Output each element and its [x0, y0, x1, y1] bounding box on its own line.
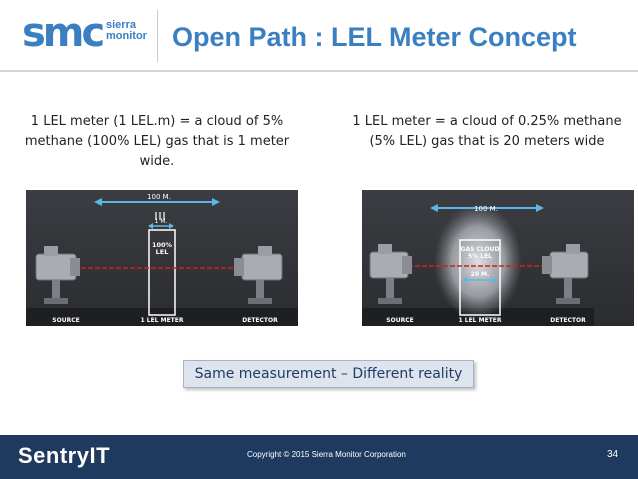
left-detector-label: DETECTOR — [242, 317, 278, 324]
left-width-arrow — [148, 223, 174, 229]
left-diagram: 100 M. 1 M. 100% LEL — [26, 190, 298, 326]
logo-subtitle: sierra monitor — [106, 19, 147, 42]
left-meter-label: 1 LEL METER — [141, 317, 184, 324]
left-distance-arrow — [94, 198, 220, 206]
header-divider — [157, 10, 158, 62]
right-distance-arrow — [430, 204, 544, 212]
left-conc-label-1: 100% — [152, 241, 173, 249]
right-source-device-icon — [369, 244, 412, 304]
right-distance-label: 100 M. — [474, 205, 498, 213]
right-diagram-graphic: 100 M. GAS CLOUD 5% LEL 20 M. — [362, 204, 594, 326]
slide-title: Open Path : LEL Meter Concept — [172, 22, 577, 52]
footer-copyright: Copyright © 2015 Sierra Monitor Corporat… — [247, 450, 406, 459]
right-lel-column — [459, 239, 501, 316]
logo-wordmark: smc — [22, 10, 105, 56]
right-width-label: 20 M. — [471, 271, 490, 278]
left-lel-column — [148, 229, 176, 316]
slide-header: smc sierra monitor Open Path : LEL Meter… — [0, 0, 638, 70]
right-meter-label: 1 LEL METER — [459, 317, 502, 324]
header-rule — [0, 70, 638, 72]
right-cloud-label-2: 5% LEL — [468, 253, 492, 260]
right-detector-label: DETECTOR — [550, 317, 586, 324]
footer-brand-logo: SentryIT — [18, 443, 111, 468]
left-width-label: 1 M. — [155, 218, 168, 225]
right-width-arrow — [462, 277, 498, 283]
right-gas-cloud — [434, 204, 522, 320]
right-diagram: 100 M. GAS CLOUD 5% LEL 20 M. — [362, 190, 634, 326]
left-source-label: SOURCE — [52, 317, 79, 324]
measurement-callout: Same measurement – Different reality — [183, 360, 474, 388]
right-source-label: SOURCE — [386, 317, 413, 324]
left-distance-label: 100 M. — [147, 193, 171, 201]
left-detector-device-icon — [234, 246, 283, 304]
slide-footer: SentryIT Copyright © 2015 Sierra Monitor… — [0, 435, 638, 479]
left-caption: 1 LEL meter (1 LEL.m) = a cloud of 5% me… — [24, 114, 290, 169]
right-cloud-label-1: GAS CLOUD — [461, 246, 500, 253]
left-diagram-graphic: 100 M. 1 M. 100% LEL — [26, 193, 298, 326]
left-conc-label-2: LEL — [156, 248, 169, 256]
page-number: 34 — [607, 449, 619, 460]
left-source-device-icon — [35, 246, 80, 304]
right-caption: 1 LEL meter = a cloud of 0.25% methane (… — [352, 114, 622, 149]
smc-logo: smc sierra monitor — [22, 10, 147, 58]
right-detector-device-icon — [542, 244, 589, 304]
